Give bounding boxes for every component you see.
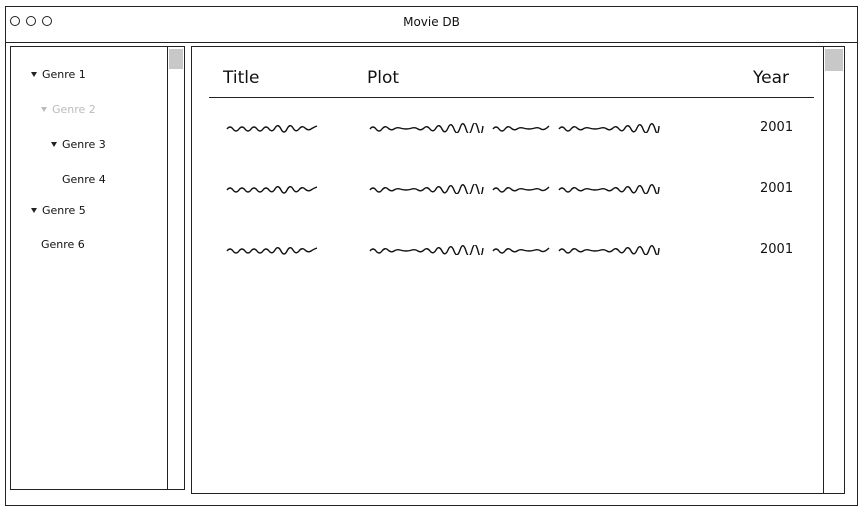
plot-placeholder-scribble	[492, 247, 550, 254]
table-row[interactable]: 2001	[192, 235, 812, 265]
genre-label: Genre 3	[62, 138, 106, 151]
genre-label: Genre 6	[41, 238, 85, 251]
plot-placeholder-scribble	[558, 245, 660, 255]
minimize-window-icon[interactable]	[26, 16, 36, 26]
title-placeholder-scribble	[226, 125, 318, 133]
table-row[interactable]: 2001	[192, 174, 812, 204]
window-controls	[10, 16, 52, 26]
sidebar-scrollbar[interactable]	[167, 47, 184, 489]
expand-triangle-icon[interactable]	[51, 142, 57, 147]
table-scroll-thumb[interactable]	[825, 49, 843, 71]
table-scrollbar[interactable]	[823, 47, 844, 493]
genre-tree-item-1[interactable]: Genre 1	[31, 68, 86, 81]
genre-sidebar: Genre 1 Genre 2 Genre 3 Genre 4 Genre 5 …	[10, 46, 185, 490]
year-cell: 2001	[760, 120, 794, 135]
close-window-icon[interactable]	[10, 16, 20, 26]
genre-tree-item-3[interactable]: Genre 3	[51, 138, 106, 151]
plot-placeholder-scribble	[492, 186, 550, 193]
genre-label: Genre 4	[62, 173, 106, 186]
genre-label: Genre 2	[52, 103, 96, 116]
column-header-plot[interactable]: Plot	[367, 68, 400, 88]
column-header-year[interactable]: Year	[753, 68, 789, 88]
header-divider	[209, 97, 814, 98]
plot-placeholder-scribble	[369, 184, 484, 194]
plot-placeholder-scribble	[369, 245, 484, 255]
title-placeholder-scribble	[226, 186, 318, 194]
expand-triangle-icon	[41, 107, 47, 112]
genre-tree-item-6[interactable]: Genre 6	[41, 238, 85, 251]
year-cell: 2001	[760, 242, 794, 257]
genre-tree-item-4[interactable]: Genre 4	[62, 173, 106, 186]
genre-label: Genre 1	[42, 68, 86, 81]
app-window: Movie DB	[5, 6, 858, 506]
window-title: Movie DB	[403, 15, 460, 29]
genre-tree-item-5[interactable]: Genre 5	[31, 204, 86, 217]
title-placeholder-scribble	[226, 247, 318, 255]
year-cell: 2001	[760, 181, 794, 196]
plot-placeholder-scribble	[558, 123, 660, 133]
movie-table: Title Plot Year 2001 2001	[191, 46, 845, 494]
title-bar: Movie DB	[6, 7, 857, 43]
plot-placeholder-scribble	[369, 123, 484, 133]
sidebar-scroll-thumb[interactable]	[169, 49, 183, 69]
column-header-title[interactable]: Title	[223, 68, 260, 88]
maximize-window-icon[interactable]	[42, 16, 52, 26]
expand-triangle-icon[interactable]	[31, 208, 37, 213]
plot-placeholder-scribble	[492, 125, 550, 132]
expand-triangle-icon[interactable]	[31, 72, 37, 77]
genre-label: Genre 5	[42, 204, 86, 217]
plot-placeholder-scribble	[558, 184, 660, 194]
genre-tree-item-2: Genre 2	[41, 103, 96, 116]
table-row[interactable]: 2001	[192, 113, 812, 143]
